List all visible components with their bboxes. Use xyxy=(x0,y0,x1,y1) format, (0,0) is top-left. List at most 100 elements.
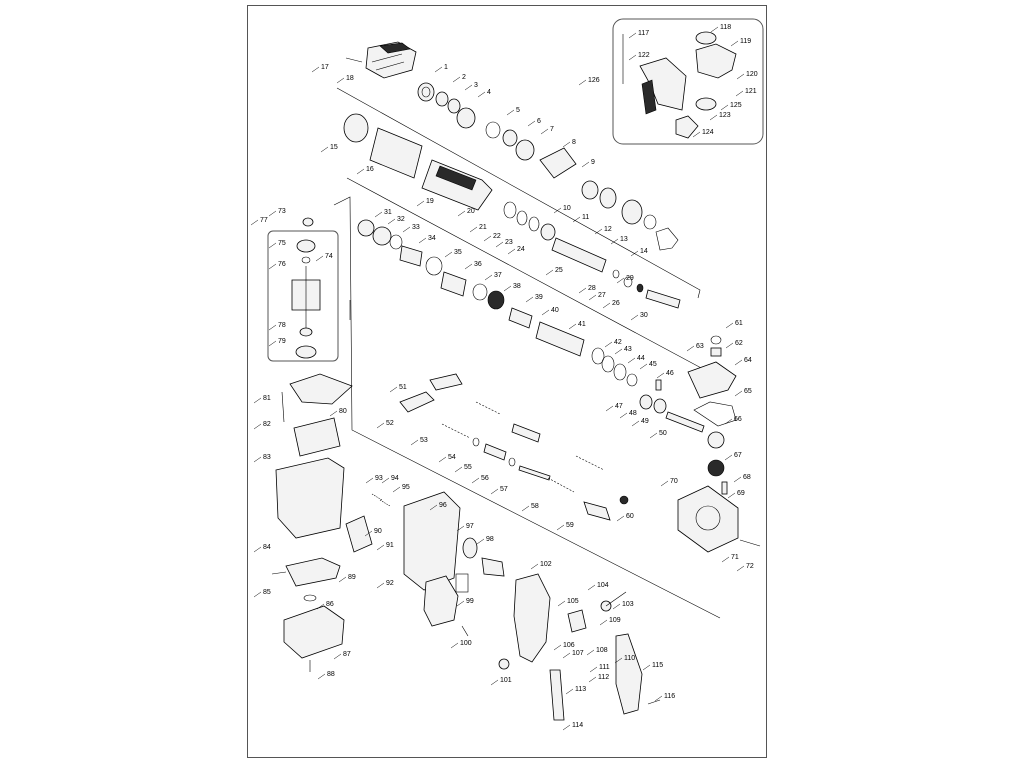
part-label-120: 120 xyxy=(746,71,758,78)
leader-line-55 xyxy=(454,466,463,473)
part-label-35: 35 xyxy=(454,249,462,256)
leader-line-116 xyxy=(654,695,663,702)
leader-line-30 xyxy=(630,314,639,321)
leader-line-2 xyxy=(452,76,461,83)
part-label-118: 118 xyxy=(720,24,731,31)
part-label-11: 11 xyxy=(582,214,589,221)
part-label-42: 42 xyxy=(614,339,622,346)
leader-line-33 xyxy=(402,226,411,233)
leader-line-86 xyxy=(316,603,325,610)
leader-line-114 xyxy=(562,724,571,731)
part-label-56: 56 xyxy=(481,475,489,482)
leader-line-71 xyxy=(721,556,730,563)
leader-line-108 xyxy=(586,649,595,656)
part-label-44: 44 xyxy=(637,355,645,362)
gear-housing xyxy=(677,335,761,553)
part-label-51: 51 xyxy=(399,384,407,391)
part-label-119: 119 xyxy=(740,38,751,45)
leader-line-63 xyxy=(686,345,695,352)
leader-line-3 xyxy=(464,84,473,91)
part-label-80: 80 xyxy=(339,408,347,415)
part-label-103: 103 xyxy=(622,601,634,608)
part-label-86: 86 xyxy=(326,601,334,608)
leader-line-32 xyxy=(387,218,396,225)
leader-line-53 xyxy=(410,439,419,446)
leader-line-109 xyxy=(599,619,608,626)
part-label-2: 2 xyxy=(462,74,466,81)
inset-frame-side-handle xyxy=(612,18,764,145)
leader-line-81 xyxy=(253,397,262,404)
leader-line-118 xyxy=(710,26,719,33)
part-label-14: 14 xyxy=(640,248,648,255)
part-label-90: 90 xyxy=(374,528,382,535)
leader-line-62 xyxy=(725,342,734,349)
part-label-122: 122 xyxy=(638,52,650,59)
part-label-33: 33 xyxy=(412,224,420,231)
part-label-31: 31 xyxy=(384,209,392,216)
leader-line-79 xyxy=(268,340,277,347)
leader-line-7 xyxy=(540,128,549,135)
leader-line-8 xyxy=(562,141,571,148)
piston-line xyxy=(357,219,705,433)
part-label-110: 110 xyxy=(624,655,635,662)
part-label-40: 40 xyxy=(551,307,559,314)
part-label-111: 111 xyxy=(599,664,610,671)
part-label-75: 75 xyxy=(278,240,286,247)
leader-line-11 xyxy=(572,216,581,223)
part-label-26: 26 xyxy=(612,300,620,307)
leader-line-103 xyxy=(612,603,621,610)
part-label-28: 28 xyxy=(588,285,596,292)
part-label-82: 82 xyxy=(263,421,271,428)
motor-housing xyxy=(271,373,353,672)
part-label-27: 27 xyxy=(598,292,606,299)
leader-line-44 xyxy=(627,357,636,364)
leader-line-112 xyxy=(588,676,597,683)
part-label-104: 104 xyxy=(597,582,609,589)
leader-line-40 xyxy=(541,309,550,316)
part-label-109: 109 xyxy=(609,617,621,624)
leader-line-57 xyxy=(490,488,499,495)
part-label-78: 78 xyxy=(278,322,286,329)
leader-line-85 xyxy=(253,591,262,598)
part-label-105: 105 xyxy=(567,598,579,605)
leader-line-122 xyxy=(628,54,637,61)
leader-line-106 xyxy=(553,644,562,651)
leader-line-59 xyxy=(556,524,565,531)
leader-lines xyxy=(250,26,745,731)
part-label-59: 59 xyxy=(566,522,574,529)
part-label-92: 92 xyxy=(386,580,394,587)
part-label-73: 73 xyxy=(278,208,286,215)
part-label-46: 46 xyxy=(666,370,674,377)
part-label-116: 116 xyxy=(664,693,675,700)
part-label-96: 96 xyxy=(439,502,447,509)
leader-line-58 xyxy=(521,505,530,512)
part-label-115: 115 xyxy=(652,662,663,669)
leader-line-110 xyxy=(614,657,623,664)
part-label-117: 117 xyxy=(638,30,649,37)
leader-line-12 xyxy=(594,228,603,235)
part-label-16: 16 xyxy=(366,166,374,173)
leader-line-88 xyxy=(317,673,326,680)
part-label-24: 24 xyxy=(517,246,525,253)
leader-line-51 xyxy=(389,386,398,393)
part-label-114: 114 xyxy=(572,722,583,729)
part-label-15: 15 xyxy=(330,144,338,151)
leader-line-87 xyxy=(333,653,342,660)
leader-line-10 xyxy=(553,207,562,214)
part-label-8: 8 xyxy=(572,139,576,146)
leader-line-6 xyxy=(527,120,536,127)
part-label-74: 74 xyxy=(325,253,333,260)
leader-line-64 xyxy=(734,359,743,366)
part-label-126: 126 xyxy=(588,77,600,84)
part-label-61: 61 xyxy=(735,320,743,327)
part-label-68: 68 xyxy=(743,474,751,481)
leader-line-111 xyxy=(589,666,598,673)
handle-housing xyxy=(345,491,661,721)
leader-line-126 xyxy=(578,79,587,86)
part-label-21: 21 xyxy=(479,224,487,231)
leader-line-29 xyxy=(616,277,625,284)
leader-line-91 xyxy=(376,544,385,551)
seal-rings-top xyxy=(417,82,679,251)
part-label-71: 71 xyxy=(731,554,739,561)
